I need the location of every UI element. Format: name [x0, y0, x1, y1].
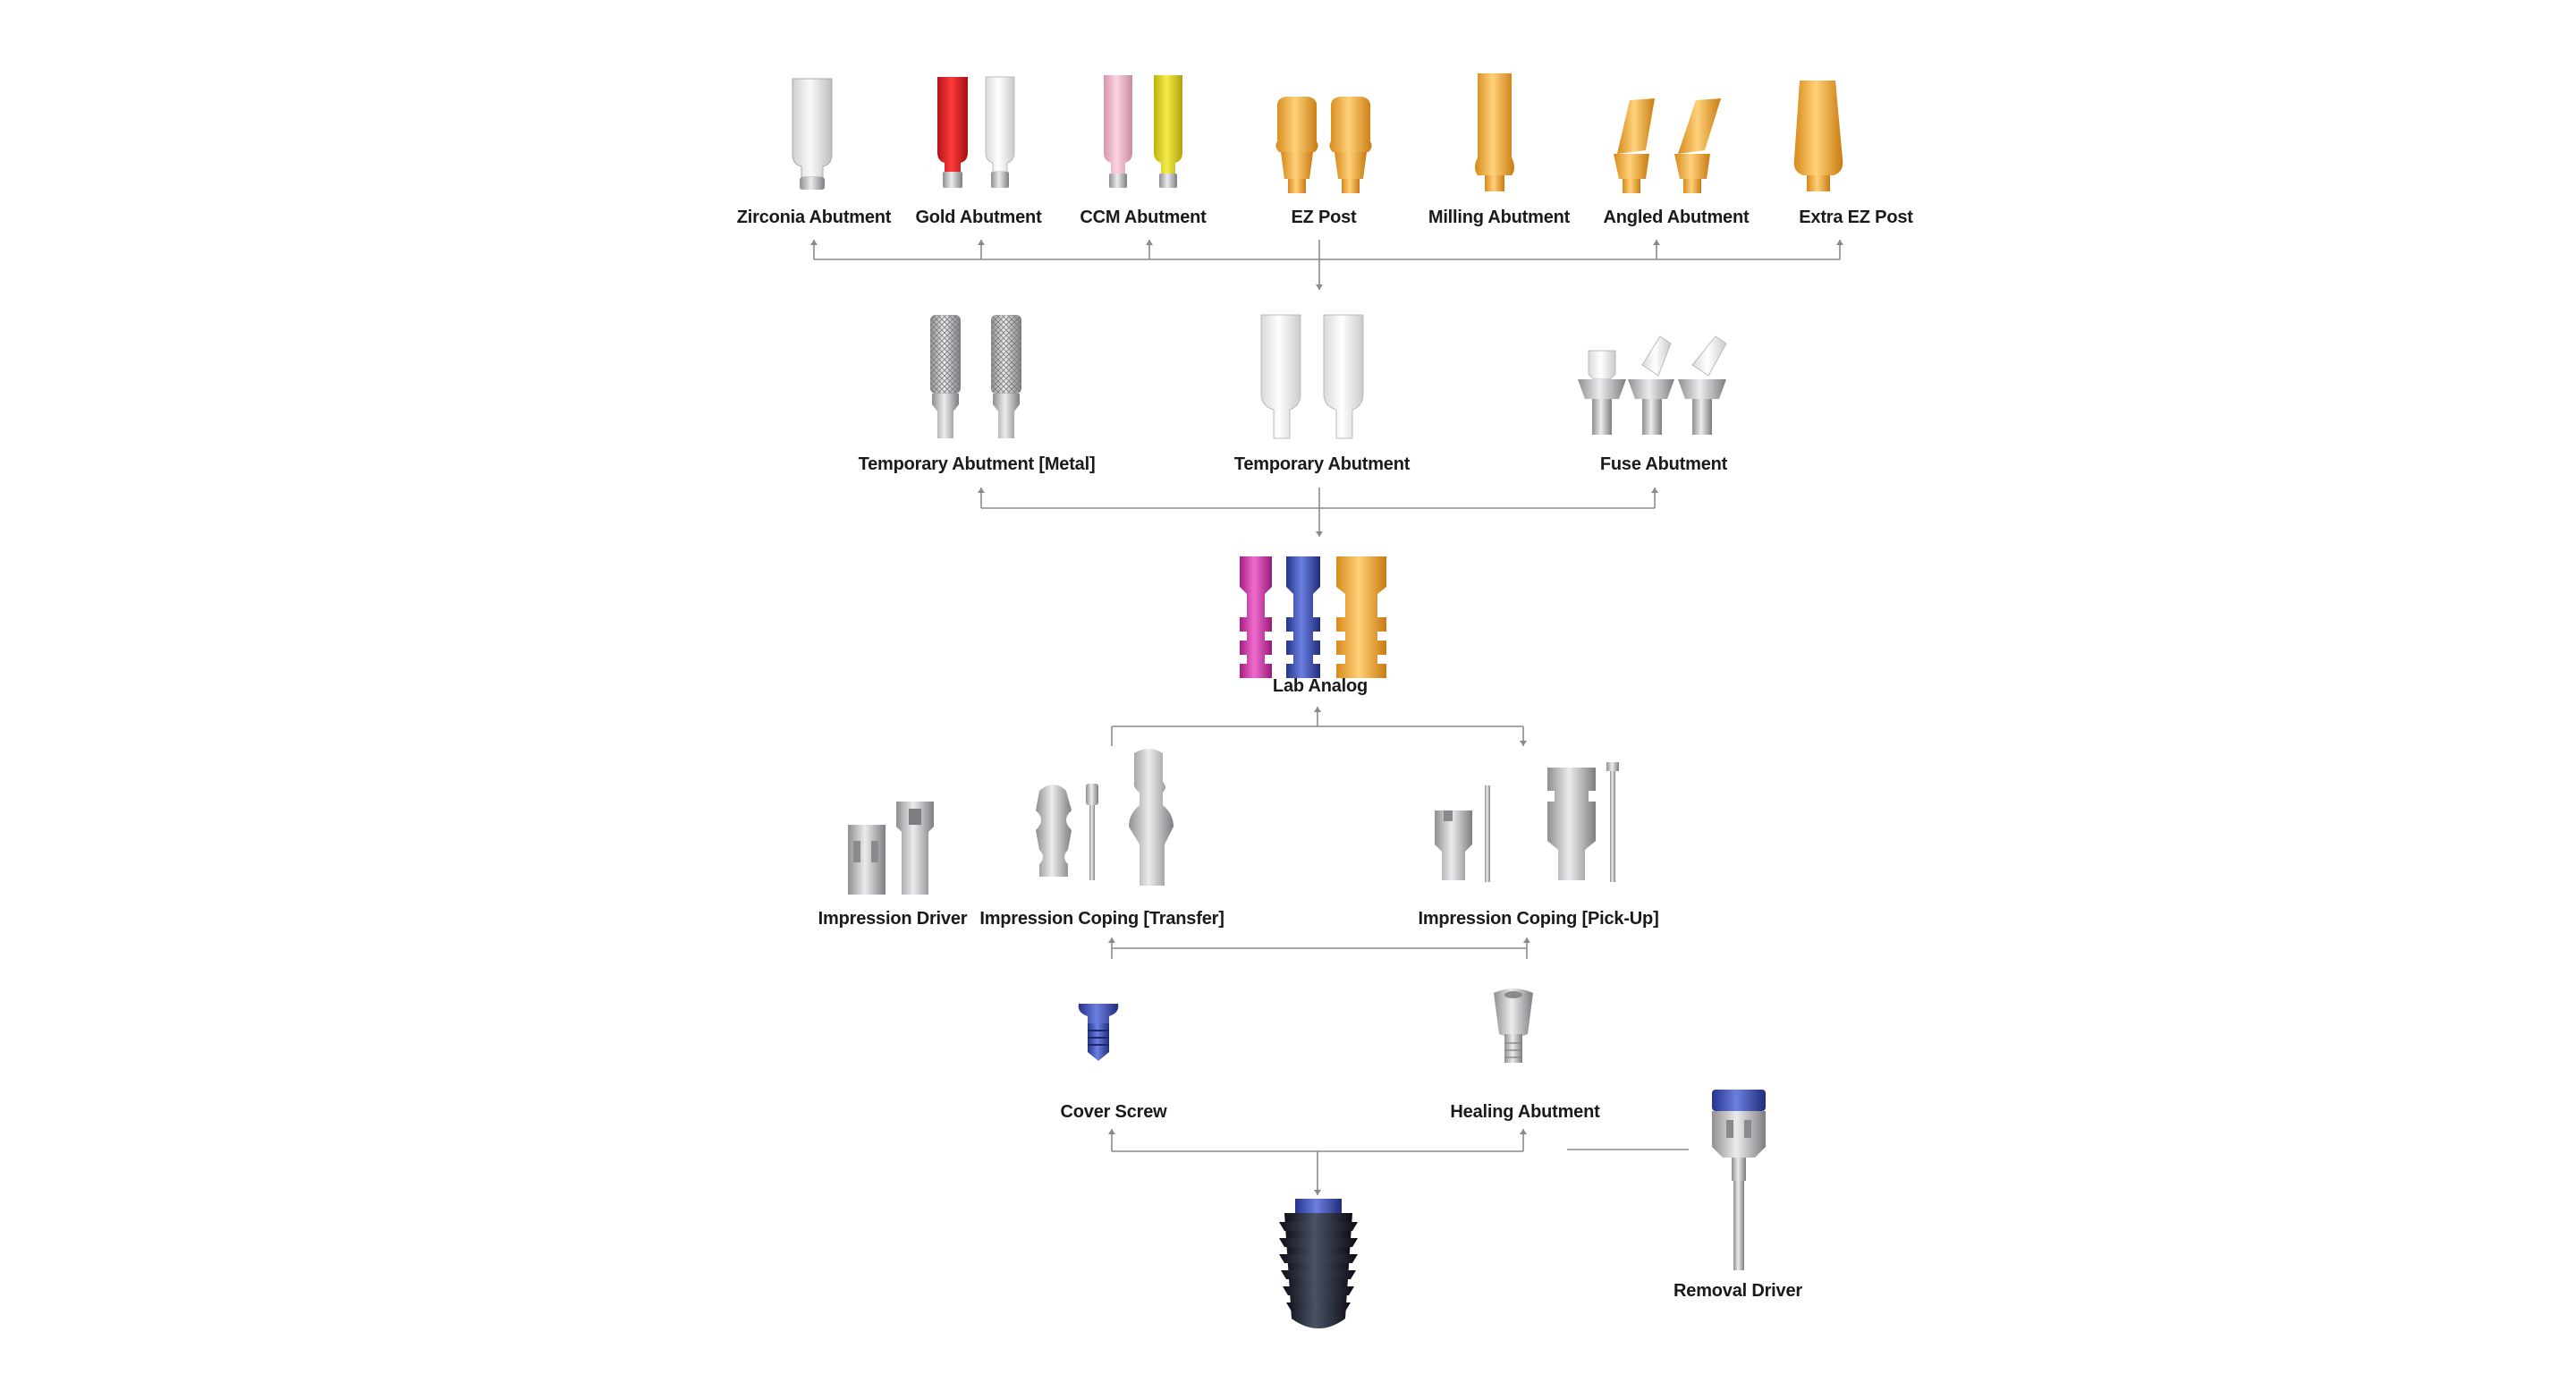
label-milling-abutment: Milling Abutment — [1428, 208, 1571, 227]
label-ez-post: EZ Post — [1291, 208, 1357, 227]
label-impression-coping-pickup: Impression Coping [Pick-Up] — [1418, 909, 1659, 929]
impression-driver-image — [848, 802, 934, 895]
label-angled-abutment: Angled Abutment — [1603, 208, 1750, 227]
zirconia-abutment-image — [792, 78, 833, 190]
fuse-abutment-image — [1578, 335, 1727, 435]
label-zirconia-abutment: Zirconia Abutment — [736, 208, 892, 227]
impression-coping-transfer-image — [1036, 749, 1174, 886]
angled-abutment-image — [1614, 98, 1721, 193]
ccm-abutment-image — [1104, 75, 1182, 188]
label-extra-ez-post: Extra EZ Post — [1799, 208, 1913, 227]
gold-abutment-image — [937, 76, 1015, 188]
label-temporary-abutment-metal: Temporary Abutment [Metal] — [858, 454, 1096, 474]
lab-analog-image — [1240, 556, 1386, 678]
label-lab-analog: Lab Analog — [1272, 676, 1368, 696]
label-temporary-abutment: Temporary Abutment — [1233, 454, 1411, 474]
implant-image — [1279, 1199, 1358, 1328]
impression-coping-pickup-image — [1435, 762, 1619, 882]
label-impression-coping-transfer: Impression Coping [Transfer] — [979, 909, 1224, 929]
cover-screw-image — [1078, 1004, 1119, 1061]
milling-abutment-image — [1475, 73, 1514, 191]
healing-abutment-image — [1494, 988, 1533, 1063]
label-healing-abutment: Healing Abutment — [1450, 1102, 1600, 1122]
extra-ez-post-image — [1793, 81, 1843, 191]
label-ccm-abutment: CCM Abutment — [1080, 208, 1207, 227]
removal-driver-image — [1712, 1090, 1766, 1270]
temporary-abutment-metal-image — [930, 315, 1021, 438]
temporary-abutment-image — [1260, 314, 1364, 439]
label-fuse-abutment: Fuse Abutment — [1599, 454, 1728, 474]
label-cover-screw: Cover Screw — [1060, 1102, 1167, 1122]
label-impression-driver: Impression Driver — [818, 909, 968, 929]
label-removal-driver: Removal Driver — [1674, 1281, 1802, 1301]
label-gold-abutment: Gold Abutment — [915, 208, 1042, 227]
ez-post-image — [1275, 97, 1372, 193]
